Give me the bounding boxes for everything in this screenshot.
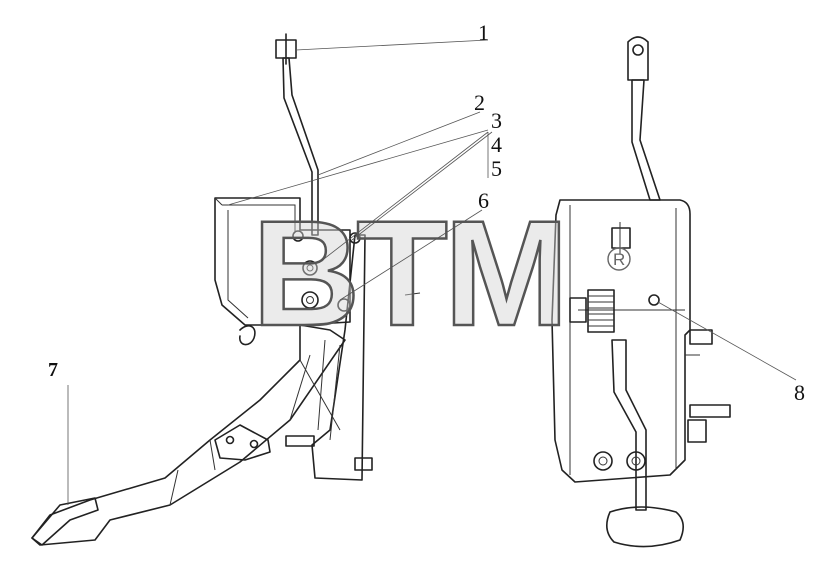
callout-4: 4	[491, 132, 502, 157]
pedal-housing	[551, 199, 691, 483]
lower-bracket	[285, 234, 373, 481]
callout-5: 5	[491, 156, 502, 181]
watermark: BTM R	[251, 188, 631, 358]
callout-3: 3	[491, 108, 502, 133]
watermark-text: BTM	[252, 189, 565, 357]
pedal-rod	[611, 339, 647, 511]
bracket-fasteners	[292, 230, 361, 312]
housing-bottom-nuts	[593, 451, 646, 471]
callout-8: 8	[794, 380, 805, 405]
leader-lines	[67, 39, 797, 505]
registered-mark-icon	[607, 247, 631, 271]
pedal-arm	[31, 324, 346, 546]
callout-1: 1	[478, 20, 489, 45]
top-rod	[275, 33, 319, 236]
callout-labels: 1 2 3 4 5 6 7 8	[48, 20, 805, 405]
top-rod-end	[627, 36, 661, 201]
linkage-lines	[289, 292, 421, 431]
registered-mark: R	[613, 250, 625, 269]
housing-studs	[685, 329, 731, 443]
threaded-adjuster	[569, 222, 660, 333]
callout-7: 7	[48, 359, 58, 381]
callout-6: 6	[478, 188, 489, 213]
left-assembly-side-view	[31, 33, 421, 546]
callout-2: 2	[474, 90, 485, 115]
mounting-bracket	[214, 197, 351, 346]
right-assembly-front-view	[551, 36, 731, 548]
pedal-pad	[606, 506, 684, 548]
